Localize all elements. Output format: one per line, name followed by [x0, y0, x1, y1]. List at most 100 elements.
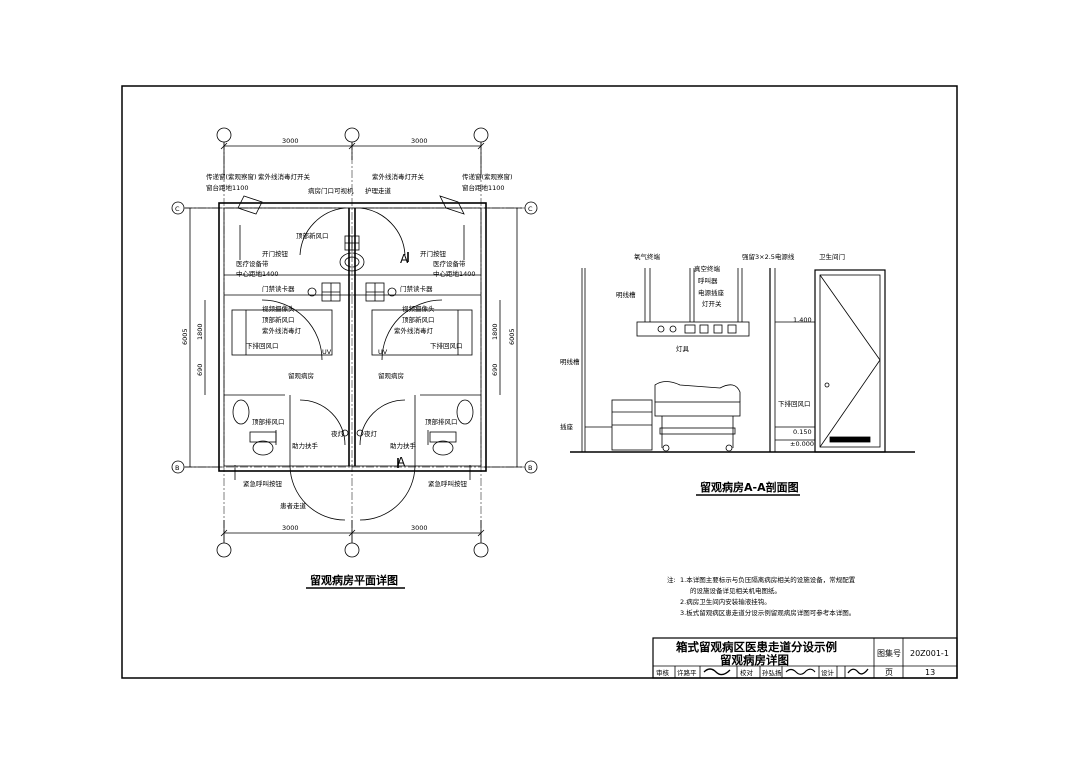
label: UV — [378, 348, 388, 356]
label: 门禁读卡器 — [400, 284, 433, 293]
section-title: 留观病房A-A剖面图 — [700, 480, 799, 494]
grid-bubble — [344, 127, 360, 143]
label: 护理走道 — [365, 186, 392, 195]
notes: 注: 1.本详图主要标示与负压隔离病房相关的设施设备，常规配置 的设施设备详见相… — [667, 575, 856, 617]
grid-bubble — [473, 127, 489, 143]
room-label: 留观病房 — [288, 371, 314, 380]
section-view — [570, 268, 915, 453]
title-block-text: 箱式留观病区医患走道分设示例 留观病房详图 图集号 20Z001-1 页 13 … — [656, 640, 949, 677]
label: 顶部新风口 — [296, 231, 329, 240]
dim-text: 3000 — [282, 137, 299, 145]
design-label: 设计 — [821, 668, 835, 677]
label: 真空终端 — [694, 264, 721, 273]
note-line: 2.病房卫生间内安装输液挂钩。 — [680, 597, 771, 606]
label: 灯具 — [676, 344, 690, 353]
dim-text: 3000 — [282, 524, 299, 532]
label: 开门按钮 — [262, 249, 289, 258]
room-label: 留观病房 — [378, 371, 404, 380]
label: 中心距地1400 — [236, 269, 279, 278]
grid-bubble — [216, 542, 232, 558]
plan-labels: 传递窗(紫观察窗) 窗台距地1100 紫外线消毒灯开关 病房门口可视机 护理走道… — [206, 172, 513, 510]
dim-text: 6005 — [181, 328, 189, 345]
label: 视频摄像头 — [262, 304, 295, 313]
sheet-border — [121, 85, 958, 679]
axis-label: B — [528, 464, 532, 472]
label: 中心距地1400 — [433, 269, 476, 278]
plan-title: 留观病房平面详图 — [310, 573, 398, 587]
label: 顶部新风口 — [262, 315, 295, 324]
reviewer-name: 许路平 — [677, 668, 697, 677]
signature-mark — [785, 668, 816, 675]
page-label: 页 — [885, 668, 893, 677]
title-block — [652, 637, 958, 679]
note-line: 的设施设备详见相关机电图纸。 — [690, 586, 781, 595]
grid-bubble — [344, 542, 360, 558]
dim-text: 1800 — [491, 323, 499, 340]
label: 氧气终端 — [634, 252, 661, 261]
label: 紧急呼叫按钮 — [243, 479, 283, 488]
dim-text: 690 — [491, 364, 499, 376]
label: 下排回风口 — [430, 341, 463, 350]
note-line: 1.本详图主要标示与负压隔离病房相关的设施设备，常规配置 — [680, 575, 856, 584]
review-label: 审核 — [656, 668, 670, 677]
label: 插座 — [560, 422, 574, 431]
dim-text: 1800 — [196, 323, 204, 340]
label: 下排回风口 — [246, 341, 279, 350]
label: UV — [322, 348, 332, 356]
drawing-title: 箱式留观病区医患走道分设示例 — [676, 640, 837, 654]
checker-name: 孙弘扬 — [762, 668, 782, 677]
axis-label: B — [175, 464, 179, 472]
plan-dimensions: 3000 3000 3000 3000 6005 1800 690 1800 6… — [175, 137, 533, 532]
label: 助力扶手 — [390, 441, 417, 450]
label: 明线槽 — [616, 290, 636, 299]
label: 传递窗(紫观察窗) — [462, 172, 513, 181]
label: 紫外线消毒灯开关 — [258, 172, 311, 181]
dim-text: 690 — [196, 364, 204, 376]
atlas-label: 图集号 — [877, 648, 901, 658]
level-mark: 0.150 — [793, 428, 812, 436]
label: 顶部排风口 — [425, 417, 458, 426]
label: 明线槽 — [560, 357, 580, 366]
grid-bubble — [473, 542, 489, 558]
label: 窗台距地1100 — [462, 183, 505, 192]
label: 窗台距地1100 — [206, 183, 249, 192]
signature-mark — [847, 668, 869, 675]
section-mark: A — [397, 455, 406, 469]
label: 紫外线消毒灯 — [394, 326, 434, 335]
label: 下排回风口 — [778, 399, 811, 408]
label: 开门按钮 — [420, 249, 447, 258]
floor-plan — [171, 127, 538, 558]
label: 患者走道 — [280, 501, 307, 510]
signature-mark — [703, 668, 731, 676]
label: 医疗设备带 — [433, 259, 466, 268]
label: 夜灯 — [364, 429, 378, 438]
section-labels: 氧气终端 真空终端 呼叫器 强留3×2.5电源线 卫生间门 明线槽 电源插座 灯… — [560, 252, 845, 448]
check-label: 校对 — [740, 668, 754, 677]
label: 医疗设备带 — [236, 259, 269, 268]
dim-text: 3000 — [411, 137, 428, 145]
label: 紧急呼叫按钮 — [428, 479, 468, 488]
drawing-subtitle: 留观病房详图 — [720, 653, 789, 667]
label: 电源插座 — [698, 288, 725, 297]
label: 助力扶手 — [292, 441, 319, 450]
label: 紫外线消毒灯开关 — [372, 172, 425, 181]
level-mark: 1.400 — [793, 316, 812, 324]
grid-bubble — [216, 127, 232, 143]
label: 视频摄像头 — [402, 304, 435, 313]
dim-text: 6005 — [508, 328, 516, 345]
label: 夜灯 — [331, 429, 345, 438]
label: 门禁读卡器 — [262, 284, 295, 293]
axis-label: C — [175, 205, 180, 213]
label: 顶部排风口 — [252, 417, 285, 426]
label: 病房门口可视机 — [308, 186, 354, 195]
label: 灯开关 — [702, 299, 722, 308]
axis-label: C — [528, 205, 533, 213]
atlas-number: 20Z001-1 — [910, 649, 949, 658]
level-mark: ±0.000 — [790, 440, 814, 448]
label: 卫生间门 — [819, 252, 845, 261]
label: 传递窗(紫观察窗) — [206, 172, 257, 181]
label: 强留3×2.5电源线 — [742, 252, 795, 261]
page-number: 13 — [925, 668, 935, 677]
notes-head: 注: — [667, 575, 676, 584]
